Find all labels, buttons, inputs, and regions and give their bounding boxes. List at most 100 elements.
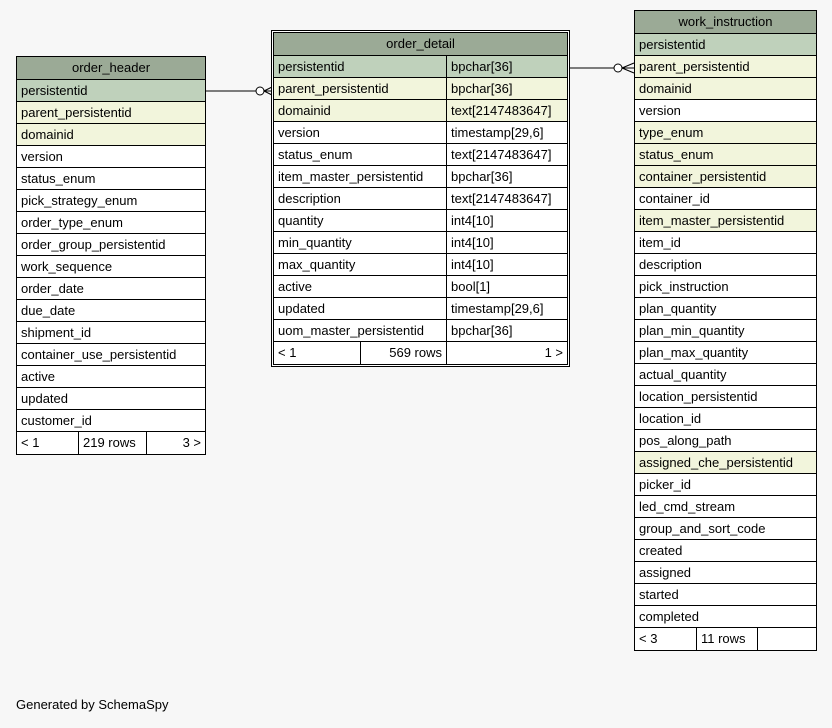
column-row[interactable]: work_sequence	[17, 256, 205, 278]
column-row[interactable]: pos_along_path	[635, 430, 816, 452]
column-name: domainid	[21, 127, 74, 142]
column-name: completed	[639, 609, 699, 624]
parents-count[interactable]: < 1	[21, 435, 40, 450]
column-row[interactable]: container_id	[635, 188, 816, 210]
table-title[interactable]: order_detail	[274, 33, 567, 56]
column-name: uom_master_persistentid	[278, 323, 424, 338]
column-row[interactable]: location_id	[635, 408, 816, 430]
column-row[interactable]: location_persistentid	[635, 386, 816, 408]
column-row[interactable]: plan_quantity	[635, 298, 816, 320]
column-name: plan_quantity	[639, 301, 717, 316]
children-count[interactable]	[757, 628, 816, 650]
column-name: picker_id	[639, 477, 692, 492]
row-count: 11 rows	[696, 628, 757, 650]
column-row[interactable]: customer_id	[17, 410, 205, 432]
table-title[interactable]: order_header	[17, 57, 205, 80]
column-row[interactable]: domainid	[17, 124, 205, 146]
column-row[interactable]: actual_quantity	[635, 364, 816, 386]
column-type: bpchar[36]	[446, 56, 567, 77]
column-row[interactable]: domainid	[635, 78, 816, 100]
column-row[interactable]: led_cmd_stream	[635, 496, 816, 518]
column-row[interactable]: type_enum	[635, 122, 816, 144]
column-row[interactable]: started	[635, 584, 816, 606]
column-row[interactable]: version	[17, 146, 205, 168]
column-name: led_cmd_stream	[639, 499, 736, 514]
column-name: location_persistentid	[639, 389, 758, 404]
column-row[interactable]: order_type_enum	[17, 212, 205, 234]
column-row[interactable]: item_id	[635, 232, 816, 254]
column-row[interactable]: plan_max_quantity	[635, 342, 816, 364]
column-name: actual_quantity	[639, 367, 727, 382]
column-name: container_persistentid	[639, 169, 767, 184]
column-row[interactable]: assigned	[635, 562, 816, 584]
column-name: started	[639, 587, 679, 602]
column-name: status_enum	[639, 147, 714, 162]
column-row[interactable]: due_date	[17, 300, 205, 322]
column-name: min_quantity	[278, 235, 352, 250]
column-row[interactable]: group_and_sort_code	[635, 518, 816, 540]
column-name: domainid	[278, 103, 331, 118]
column-name: assigned	[639, 565, 692, 580]
column-row[interactable]: container_use_persistentid	[17, 344, 205, 366]
column-name: domainid	[639, 81, 692, 96]
column-name: active	[21, 369, 55, 384]
column-row[interactable]: plan_min_quantity	[635, 320, 816, 342]
column-name: version	[639, 103, 681, 118]
children-count[interactable]: 1 >	[446, 342, 567, 364]
row-count: 569 rows	[360, 342, 446, 364]
column-type: int4[10]	[446, 210, 567, 231]
column-type: bool[1]	[446, 276, 567, 297]
column-row[interactable]: assigned_che_persistentid	[635, 452, 816, 474]
column-row[interactable]: container_persistentid	[635, 166, 816, 188]
column-row[interactable]: completed	[635, 606, 816, 628]
table-order-header[interactable]: order_header persistentid parent_persiste…	[16, 56, 206, 455]
column-row[interactable]: updated	[17, 388, 205, 410]
column-name: parent_persistentid	[639, 59, 750, 74]
parents-count[interactable]: < 1	[278, 345, 297, 360]
column-row[interactable]: status_enum	[17, 168, 205, 190]
column-type: text[2147483647]	[446, 188, 567, 209]
column-row[interactable]: version	[635, 100, 816, 122]
column-row[interactable]: order_group_persistentid	[17, 234, 205, 256]
table-work-instruction[interactable]: work_instruction persistentid parent_pers…	[634, 10, 817, 651]
column-row[interactable]: item_master_persistentid	[635, 210, 816, 232]
column-row[interactable]: shipment_id	[17, 322, 205, 344]
column-name: parent_persistentid	[21, 105, 132, 120]
column-row[interactable]: parent_persistentid	[635, 56, 816, 78]
column-row[interactable]: created	[635, 540, 816, 562]
column-row[interactable]: pick_strategy_enum	[17, 190, 205, 212]
column-row[interactable]: status_enum	[635, 144, 816, 166]
column-row[interactable]: pick_instruction	[635, 276, 816, 298]
column-name: version	[278, 125, 320, 140]
generated-by-credit: Generated by SchemaSpy	[16, 697, 169, 712]
column-row[interactable]: active	[17, 366, 205, 388]
column-name: group_and_sort_code	[639, 521, 766, 536]
column-name: container_use_persistentid	[21, 347, 177, 362]
column-row[interactable]: order_date	[17, 278, 205, 300]
column-type: text[2147483647]	[446, 144, 567, 165]
parents-count[interactable]: < 3	[639, 631, 658, 646]
column-row[interactable]: picker_id	[635, 474, 816, 496]
children-count[interactable]: 3 >	[146, 432, 205, 454]
relation-order-detail-to-work-instruction	[568, 62, 635, 74]
column-row[interactable]: persistentid	[17, 80, 205, 102]
column-row[interactable]: persistentid	[635, 34, 816, 56]
column-name: order_date	[21, 281, 84, 296]
column-row[interactable]: description	[635, 254, 816, 276]
column-row[interactable]: parent_persistentid	[17, 102, 205, 124]
table-title[interactable]: work_instruction	[635, 11, 816, 34]
